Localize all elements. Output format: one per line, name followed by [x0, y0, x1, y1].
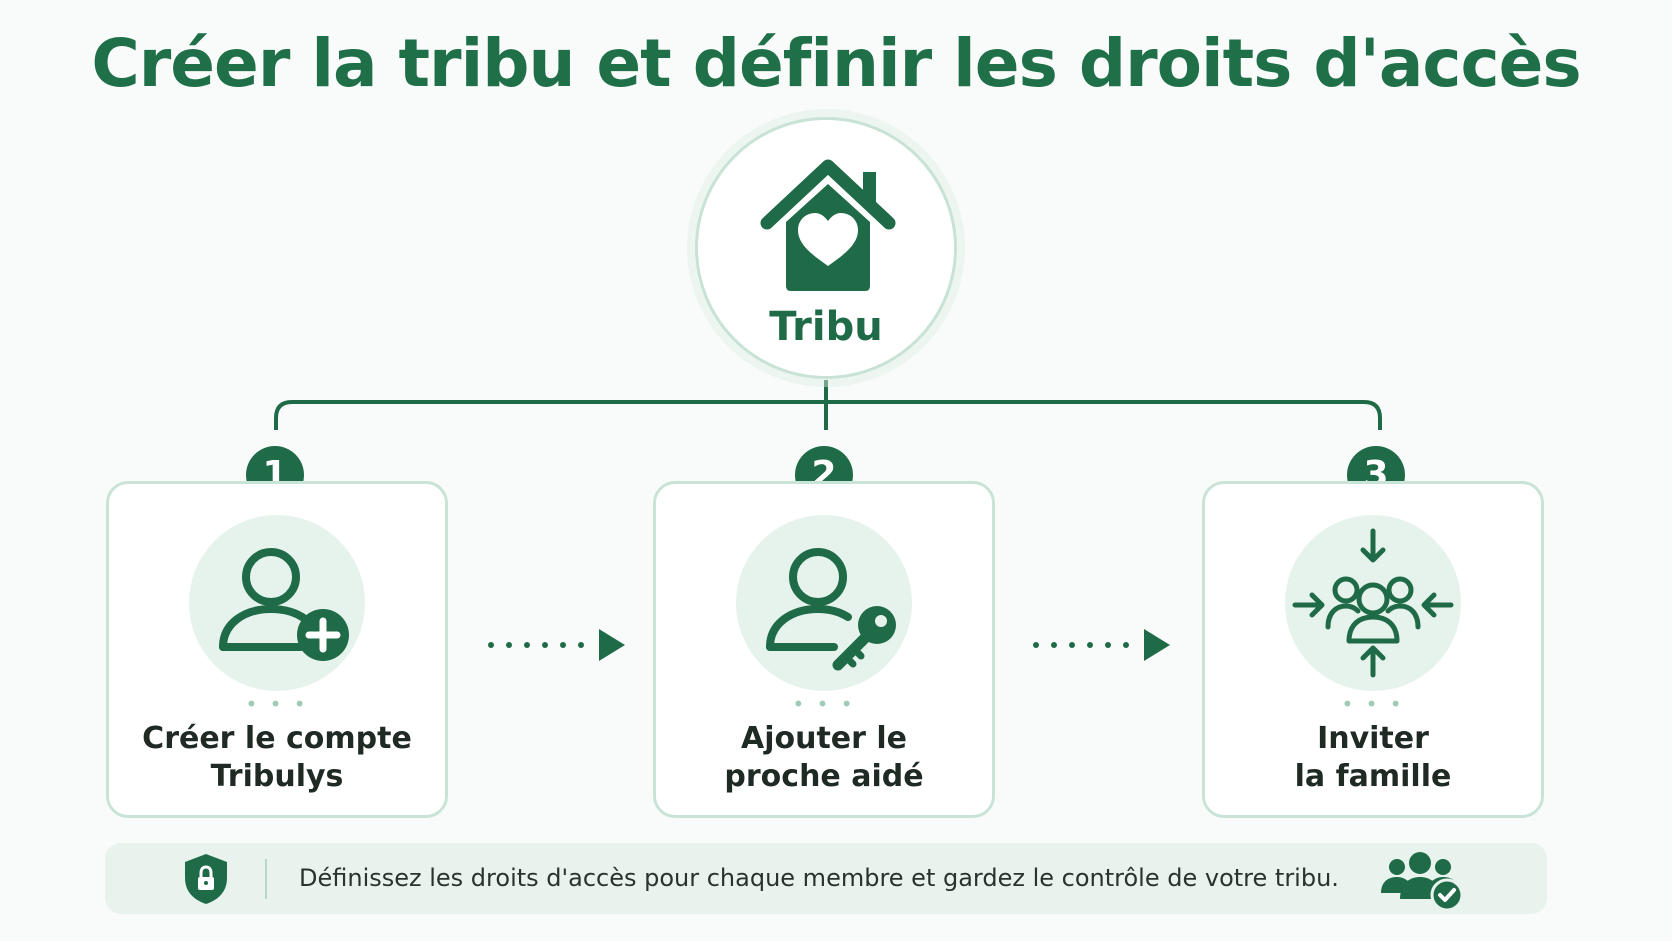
step-label-1: Créer le compte Tribulys	[119, 720, 435, 797]
shield-lock-icon	[185, 854, 227, 904]
step-icon-circle	[1285, 515, 1461, 691]
step-dots: • • •	[245, 692, 309, 716]
footer-text: Définissez les droits d'accès pour chaqu…	[299, 864, 1339, 892]
step-label-3-line2: la famille	[1294, 759, 1452, 795]
page-title: Créer la tribu et définir les droits d'a…	[91, 25, 1581, 102]
hub-label: Tribu	[769, 304, 883, 350]
house-heart-icon	[760, 159, 896, 291]
step-icon-circle	[189, 515, 365, 691]
step-label-2-line1: Ajouter le	[740, 721, 908, 756]
step-label-3-line1: Inviter	[1317, 721, 1429, 756]
step-card-add-relative: • • • Ajouter le proche aidé	[653, 481, 995, 818]
step-icon-circle	[736, 515, 912, 691]
step-label-1-line1: Créer le compte	[142, 721, 412, 756]
step-dots: • • •	[792, 692, 856, 716]
step-card-invite-family: • • • Inviter la famille	[1202, 481, 1544, 818]
footer-divider	[265, 859, 267, 899]
step-label-2: Ajouter le proche aidé	[666, 720, 982, 797]
family-gather-icon	[1292, 528, 1454, 678]
step-label-2-line2: proche aidé	[724, 759, 924, 795]
step-label-3: Inviter la famille	[1215, 720, 1531, 797]
step-card-create-account: • • • Créer le compte Tribulys	[106, 481, 448, 818]
dotted-arrow-2	[1033, 629, 1170, 661]
tribu-hub: Tribu	[695, 117, 957, 379]
group-check-icon	[1381, 852, 1464, 911]
user-add-icon	[219, 548, 349, 661]
step-label-1-line2: Tribulys	[210, 759, 344, 795]
user-key-icon	[766, 548, 896, 671]
access-rights-banner: Définissez les droits d'accès pour chaqu…	[105, 843, 1547, 914]
dotted-arrow-1	[488, 629, 625, 661]
step-dots: • • •	[1341, 692, 1405, 716]
